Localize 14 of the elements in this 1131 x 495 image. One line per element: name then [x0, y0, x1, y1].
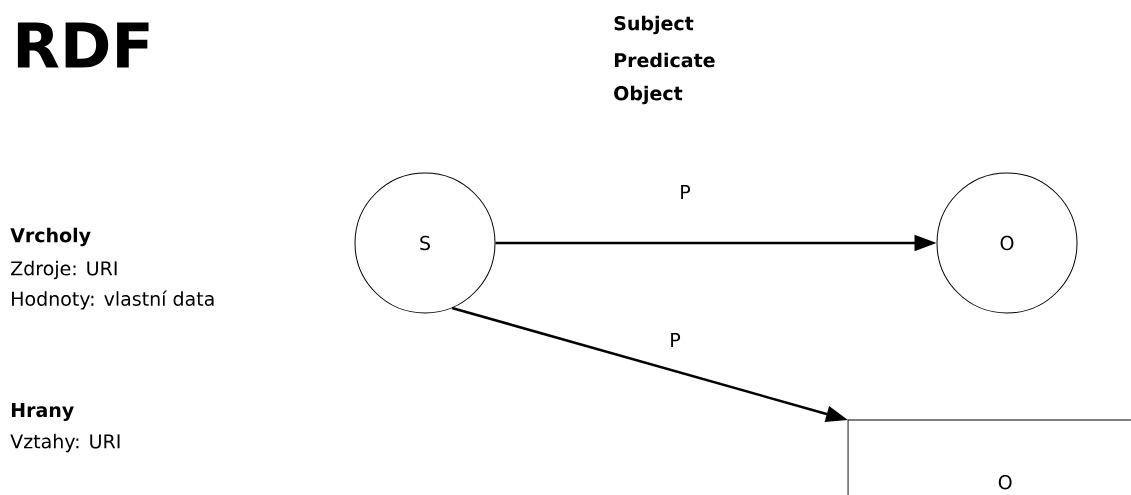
text-line: Hodnoty: vlastní data [12, 290, 214, 310]
circle-node: O [936, 172, 1078, 314]
heading: Predicate [614, 52, 715, 68]
circle-node: S [354, 172, 496, 314]
title: RDF [17, 22, 149, 68]
heading: Vrcholy [10, 227, 91, 247]
heading: Hrany [11, 403, 74, 421]
edge-label: P [677, 183, 693, 201]
box-node: O [847, 419, 1131, 495]
edge-label: P [667, 331, 683, 349]
text-line: Zdroje: URI [11, 260, 117, 280]
heading: Object [614, 85, 683, 105]
heading: Subject [614, 15, 694, 35]
text-line: Vztahy: URI [10, 433, 120, 453]
